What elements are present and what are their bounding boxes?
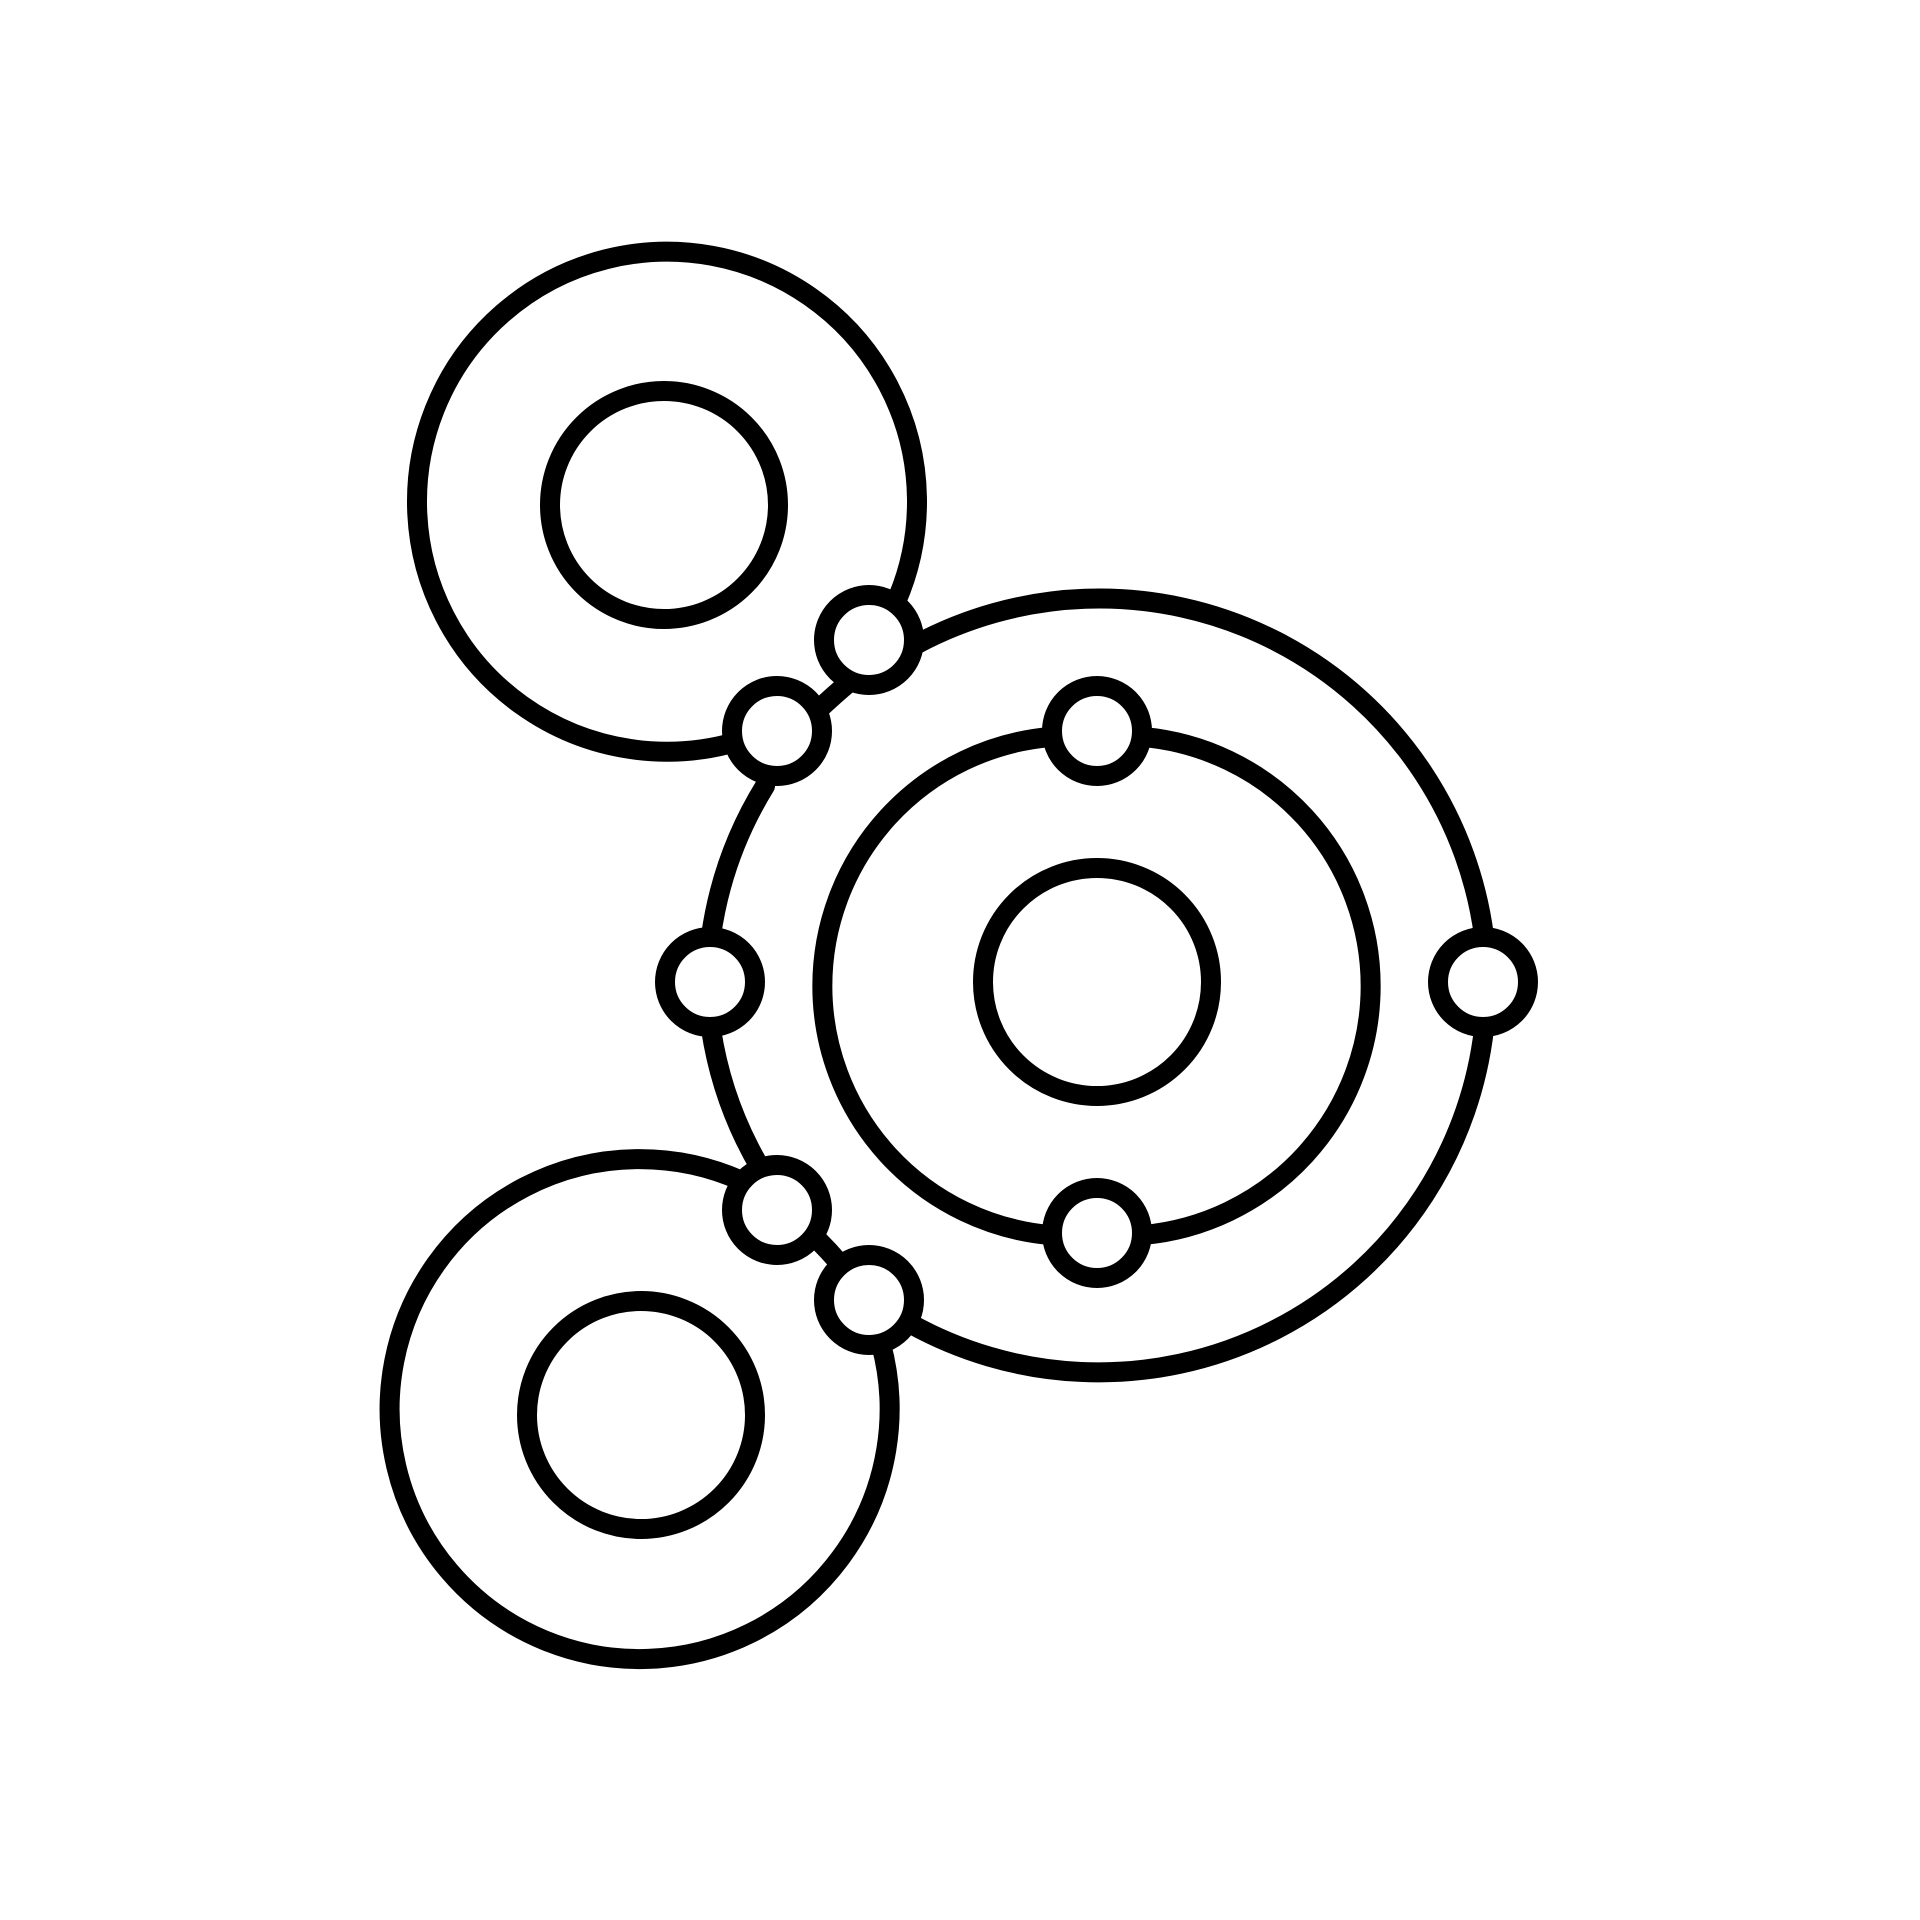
bottom-left-atom-nucleus: [517, 1291, 765, 1539]
central-atom-inner-orbit-left: [812, 727, 1060, 1245]
inner-orbit-bottom-node: [1042, 1178, 1152, 1288]
right-orbit-node: [1428, 927, 1538, 1037]
central-atom-outer-orbit-top: [907, 588, 1494, 946]
upper-right-junction-node: [814, 585, 924, 695]
electron-nodes: [655, 585, 1538, 1355]
left-orbit-node: [655, 927, 765, 1037]
top-left-atom-outer-ring: [407, 241, 927, 762]
bottom-left-atom-outer-ring: [379, 1149, 900, 1670]
lower-left-junction-node: [722, 1155, 832, 1265]
central-atom-nucleus: [973, 858, 1221, 1106]
top-left-atom-nucleus: [540, 381, 788, 629]
central-atom-outer-orbit-left-upper: [701, 776, 775, 946]
central-atom-outer-orbit-left-lower: [701, 1019, 771, 1179]
upper-left-junction-node: [722, 676, 832, 786]
central-atom-inner-orbit-right: [1133, 727, 1381, 1245]
central-atom-outer-orbit-bottom: [901, 1019, 1494, 1383]
inner-orbit-top-node: [1042, 676, 1152, 786]
lower-right-junction-node: [814, 1245, 924, 1355]
